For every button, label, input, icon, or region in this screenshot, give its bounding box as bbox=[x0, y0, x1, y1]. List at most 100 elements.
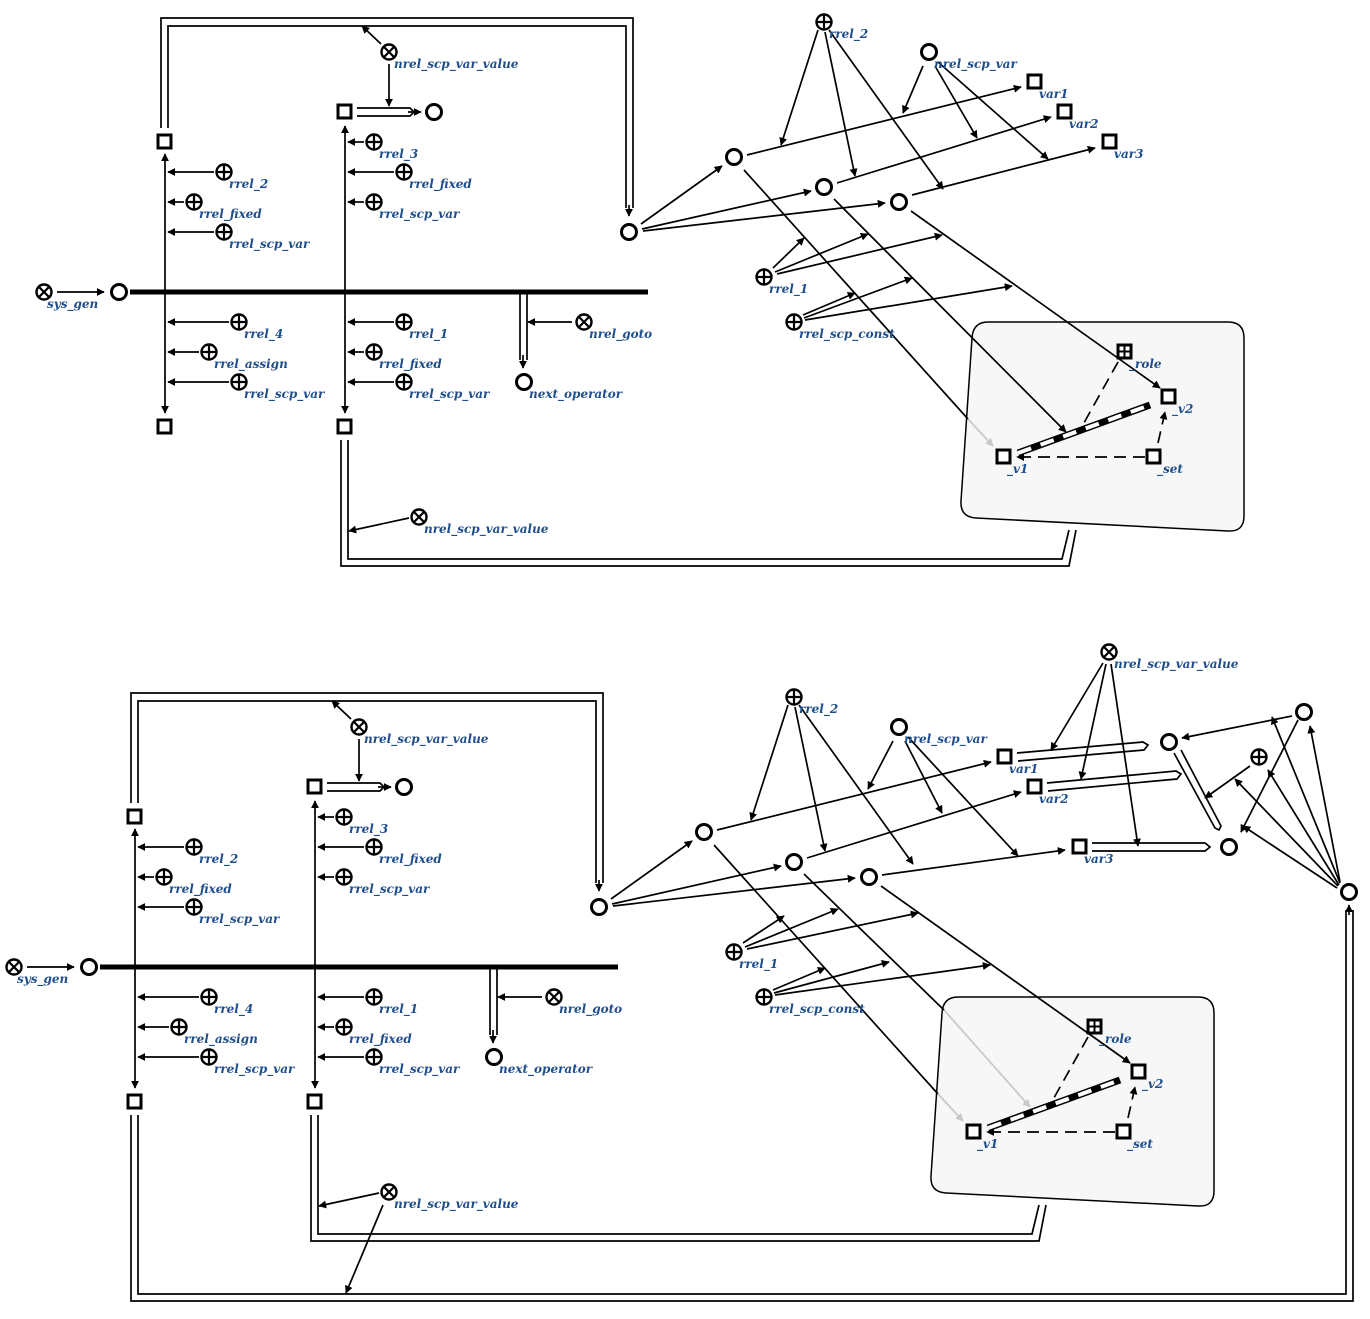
double-arc bbox=[1046, 770, 1183, 792]
arc bbox=[836, 115, 1052, 184]
node-role bbox=[365, 1048, 383, 1066]
arc bbox=[907, 736, 1019, 857]
arc bbox=[802, 292, 856, 316]
arc bbox=[828, 29, 944, 190]
node-value bbox=[1160, 733, 1178, 751]
label-var1: var1 bbox=[1039, 87, 1068, 101]
label-rrel-fixed: rrel_fixed bbox=[349, 1032, 412, 1047]
arc bbox=[937, 61, 1049, 160]
label-rrel-scp-var: rrel_scp_var bbox=[214, 1062, 296, 1077]
double-arc bbox=[1016, 741, 1150, 762]
node-rrel-scp-const bbox=[785, 313, 803, 331]
arc bbox=[774, 962, 991, 996]
double-arc bbox=[1092, 842, 1212, 852]
label-rrel-2: rrel_2 bbox=[199, 852, 238, 867]
node-sys-gen bbox=[35, 283, 53, 301]
node-role bbox=[335, 868, 353, 886]
arc bbox=[743, 169, 969, 420]
node-nrel-scp-var bbox=[920, 43, 938, 61]
double-arc bbox=[357, 107, 416, 117]
node-circle bbox=[890, 193, 908, 211]
double-connector bbox=[340, 440, 1077, 567]
label-rrel-scp-var: rrel_scp_var bbox=[409, 387, 491, 402]
node-role-var bbox=[1086, 1018, 1103, 1035]
label-rrel-1: rrel_1 bbox=[739, 957, 778, 972]
label-set: _set bbox=[1127, 1137, 1153, 1152]
node-rrel-1 bbox=[755, 268, 773, 286]
node-role bbox=[200, 343, 218, 361]
node-var2 bbox=[1056, 103, 1073, 120]
node-square bbox=[336, 418, 353, 435]
label-rrel-scp-const: rrel_scp_const bbox=[769, 1002, 865, 1017]
label-nrel-scp-var-value: nrel_scp_var_value bbox=[394, 57, 519, 72]
node-rrel-scp-const bbox=[755, 988, 773, 1006]
arc bbox=[746, 910, 919, 950]
node-rrel-2 bbox=[815, 13, 833, 31]
dashed-arc bbox=[1049, 1036, 1089, 1106]
node-operator bbox=[110, 283, 128, 301]
node-role bbox=[365, 193, 383, 211]
node-role bbox=[185, 898, 203, 916]
arc bbox=[806, 790, 1022, 859]
node-sys-gen bbox=[5, 958, 23, 976]
node-circle bbox=[785, 853, 803, 871]
label-next-operator: next_operator bbox=[529, 387, 624, 402]
arc bbox=[1110, 663, 1141, 847]
arc bbox=[1267, 769, 1340, 886]
dashed-arc bbox=[1079, 361, 1119, 431]
node-var2 bbox=[1026, 778, 1043, 795]
label-nrel-scp-var: nrel_scp_var bbox=[934, 57, 1018, 72]
node-role bbox=[155, 868, 173, 886]
double-connector bbox=[310, 1115, 1047, 1242]
label-rrel-fixed: rrel_fixed bbox=[379, 852, 442, 867]
label-v1: _v1 bbox=[977, 1137, 998, 1152]
arc bbox=[798, 704, 914, 865]
node-role bbox=[215, 163, 233, 181]
label-rrel-fixed: rrel_fixed bbox=[169, 882, 232, 897]
node-nrel-scp-var-value bbox=[1100, 643, 1118, 661]
bottom-diagram: sys_gen nrel_scp_var_value rrel_3 rrel_f… bbox=[5, 643, 1358, 1302]
arc bbox=[611, 863, 782, 905]
arc bbox=[881, 847, 1066, 876]
arc bbox=[318, 1192, 380, 1209]
arc bbox=[744, 908, 839, 948]
node-role bbox=[395, 313, 413, 331]
arc bbox=[779, 29, 819, 146]
node-role bbox=[170, 1018, 188, 1036]
label-var2: var2 bbox=[1069, 117, 1098, 131]
label-rrel-fixed: rrel_fixed bbox=[409, 177, 472, 192]
node-role bbox=[230, 313, 248, 331]
node-next-operator bbox=[515, 373, 533, 391]
double-connector bbox=[130, 910, 1354, 1302]
node-circle bbox=[860, 868, 878, 886]
label-var3: var3 bbox=[1084, 852, 1113, 866]
node-square bbox=[126, 1093, 143, 1110]
node-rrel-2 bbox=[785, 688, 803, 706]
node-square bbox=[126, 808, 143, 825]
node-role bbox=[335, 1018, 353, 1036]
arc bbox=[345, 1204, 384, 1294]
arc bbox=[772, 237, 805, 269]
arc bbox=[361, 25, 382, 45]
node-role bbox=[365, 988, 383, 1006]
node-nrel-goto bbox=[545, 988, 563, 1006]
arc bbox=[867, 740, 894, 790]
label-rrel-3: rrel_3 bbox=[349, 822, 388, 837]
arc bbox=[774, 233, 869, 273]
label-rrel-3: rrel_3 bbox=[379, 147, 418, 162]
label-rrel-scp-var: rrel_scp_var bbox=[229, 237, 311, 252]
node-role bbox=[365, 133, 383, 151]
node-square bbox=[306, 778, 323, 795]
label-rrel-4: rrel_4 bbox=[244, 327, 283, 342]
goto-double-arc bbox=[489, 967, 498, 1035]
label-rrel-scp-var: rrel_scp_var bbox=[199, 912, 281, 927]
double-arc bbox=[1173, 749, 1222, 832]
node-v1 bbox=[965, 1123, 982, 1140]
label-nrel-goto: nrel_goto bbox=[589, 327, 652, 342]
arc bbox=[773, 960, 890, 994]
node-nrel-scp-var-value bbox=[350, 718, 368, 736]
arc bbox=[943, 1009, 1031, 1108]
structure-contour bbox=[960, 321, 1245, 532]
label-rrel-scp-var: rrel_scp_var bbox=[349, 882, 431, 897]
node-circle bbox=[815, 178, 833, 196]
